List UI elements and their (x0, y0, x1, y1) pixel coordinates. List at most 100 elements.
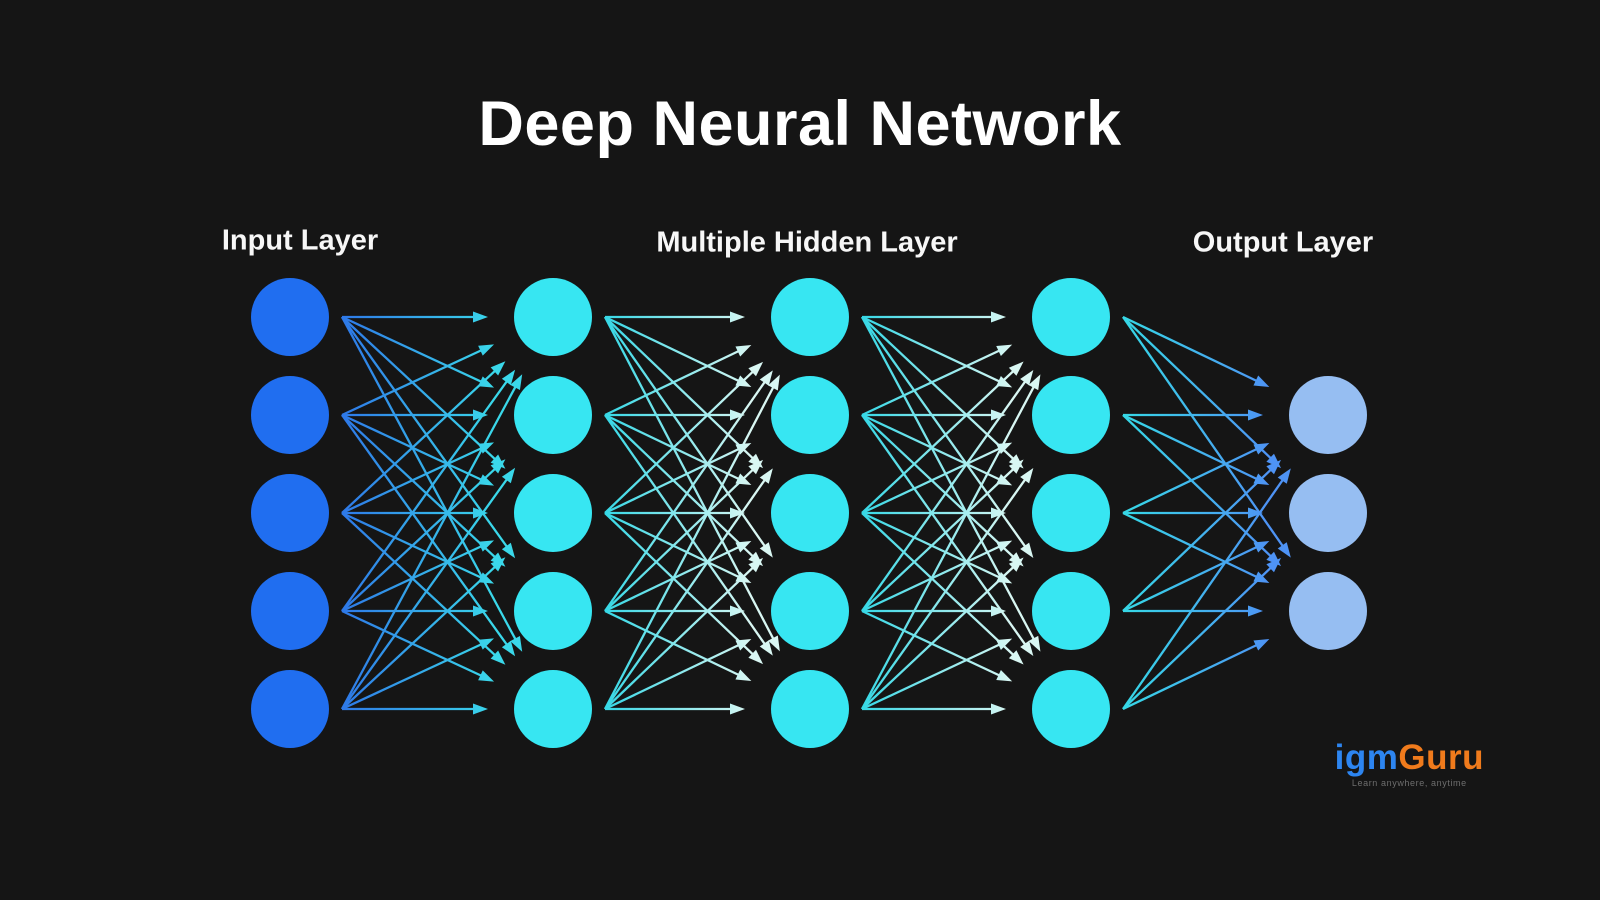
connection-line (341, 369, 497, 514)
input-layer-node-4 (251, 572, 329, 650)
arrowhead-icon (1248, 605, 1263, 617)
hidden-layer-3-node-4 (1032, 572, 1110, 650)
arrowhead-icon (1248, 409, 1263, 421)
connection-line (603, 316, 775, 641)
connection-line (604, 478, 767, 710)
connection-line (341, 512, 497, 657)
arrowhead-icon (735, 345, 752, 357)
arrowhead-icon (748, 459, 764, 475)
connection-line (861, 512, 1015, 657)
arrowhead-icon (748, 361, 764, 377)
arrowhead-icon (730, 605, 745, 617)
connection-line (861, 447, 1001, 515)
arrowhead-icon (473, 605, 488, 617)
connection-line (341, 467, 497, 612)
connection-line (341, 316, 497, 461)
connection-line (1122, 468, 1273, 612)
arrowhead-icon (490, 557, 506, 572)
arrowhead-icon (1008, 361, 1024, 376)
hidden-layer-2-node-4 (771, 572, 849, 650)
arrowhead-icon (478, 540, 495, 552)
arrowhead-icon (996, 638, 1013, 650)
arrowhead-icon (748, 649, 764, 665)
arrowhead-icon (501, 542, 516, 559)
hidden-layer-2-node-1 (771, 278, 849, 356)
arrowhead-icon (1020, 369, 1034, 386)
arrowhead-icon (759, 640, 773, 656)
connection-line (341, 379, 509, 612)
connection-line (604, 643, 741, 711)
brand-logo-part1: igm (1334, 738, 1399, 777)
hidden-layer-2-node-2 (771, 376, 849, 454)
arrowhead-icon (1253, 443, 1270, 455)
arrowhead-icon (510, 635, 523, 652)
connection-line (341, 414, 497, 559)
connection-line (604, 566, 755, 710)
connection-line (861, 414, 1015, 559)
arrowhead-icon (759, 370, 773, 386)
input-layer-node-3 (251, 474, 329, 552)
connection-line (604, 316, 767, 548)
connection-line (1122, 316, 1285, 548)
connection-line (341, 414, 509, 647)
arrowhead-icon (991, 409, 1006, 421)
brand-logo-part2: Guru (1398, 738, 1484, 777)
connection-line (861, 643, 1001, 711)
arrowhead-icon (478, 638, 495, 650)
arrowhead-icon (748, 557, 764, 573)
arrowhead-icon (1028, 635, 1041, 652)
connection-line (341, 348, 483, 417)
connection-line (1122, 447, 1259, 515)
input-layer-label: Input Layer (221, 224, 379, 257)
brand-logo: igmGuru Learn anywhere, anytime (1335, 740, 1484, 788)
hidden-layer-3-node-3 (1032, 474, 1110, 552)
arrowhead-icon (996, 344, 1013, 356)
arrowhead-icon (501, 369, 516, 386)
arrowhead-icon (1028, 374, 1041, 391)
hidden-layer-3-node-1 (1032, 278, 1110, 356)
hidden-layer-label: Multiple Hidden Layer (656, 226, 958, 259)
arrowhead-icon (1253, 541, 1270, 553)
connection-line (860, 385, 1036, 710)
connection-line (1122, 643, 1259, 711)
arrowhead-icon (1020, 640, 1034, 657)
hidden-layer-3-node-5 (1032, 670, 1110, 748)
connection-line (1122, 566, 1273, 710)
arrowhead-icon (473, 311, 488, 323)
connection-line (861, 379, 1027, 612)
arrowhead-icon (1253, 375, 1270, 387)
hidden-layer-1-node-4 (514, 572, 592, 650)
connection-line (604, 349, 741, 417)
arrowhead-icon (1020, 542, 1034, 559)
connection-line (1122, 414, 1273, 558)
arrowhead-icon (735, 639, 752, 651)
connection-line (341, 446, 483, 515)
input-layer-node-5 (251, 670, 329, 748)
arrowhead-icon (478, 376, 495, 388)
arrowhead-icon (1008, 557, 1024, 572)
connection-line (340, 385, 518, 710)
connection-line (1122, 413, 1259, 481)
output-layer-node-1 (1289, 376, 1367, 454)
hidden-layer-1-node-5 (514, 670, 592, 748)
connection-line (861, 349, 1001, 417)
hidden-layer-1-node-3 (514, 474, 592, 552)
arrowhead-icon (991, 605, 1006, 617)
arrowhead-icon (1020, 467, 1034, 484)
connection-line (340, 316, 518, 641)
arrowhead-icon (730, 507, 745, 519)
brand-logo-text: igmGuru (1335, 740, 1484, 775)
arrowhead-icon (991, 703, 1006, 715)
connection-line (604, 380, 767, 612)
connection-line (604, 315, 741, 383)
connection-line (604, 447, 741, 515)
arrowhead-icon (1008, 459, 1024, 474)
hidden-layer-3-node-2 (1032, 376, 1110, 454)
connection-line (604, 468, 755, 612)
connection-line (604, 414, 767, 646)
arrowhead-icon (768, 635, 780, 652)
arrowhead-icon (730, 703, 745, 715)
hidden-layer-1-node-1 (514, 278, 592, 356)
